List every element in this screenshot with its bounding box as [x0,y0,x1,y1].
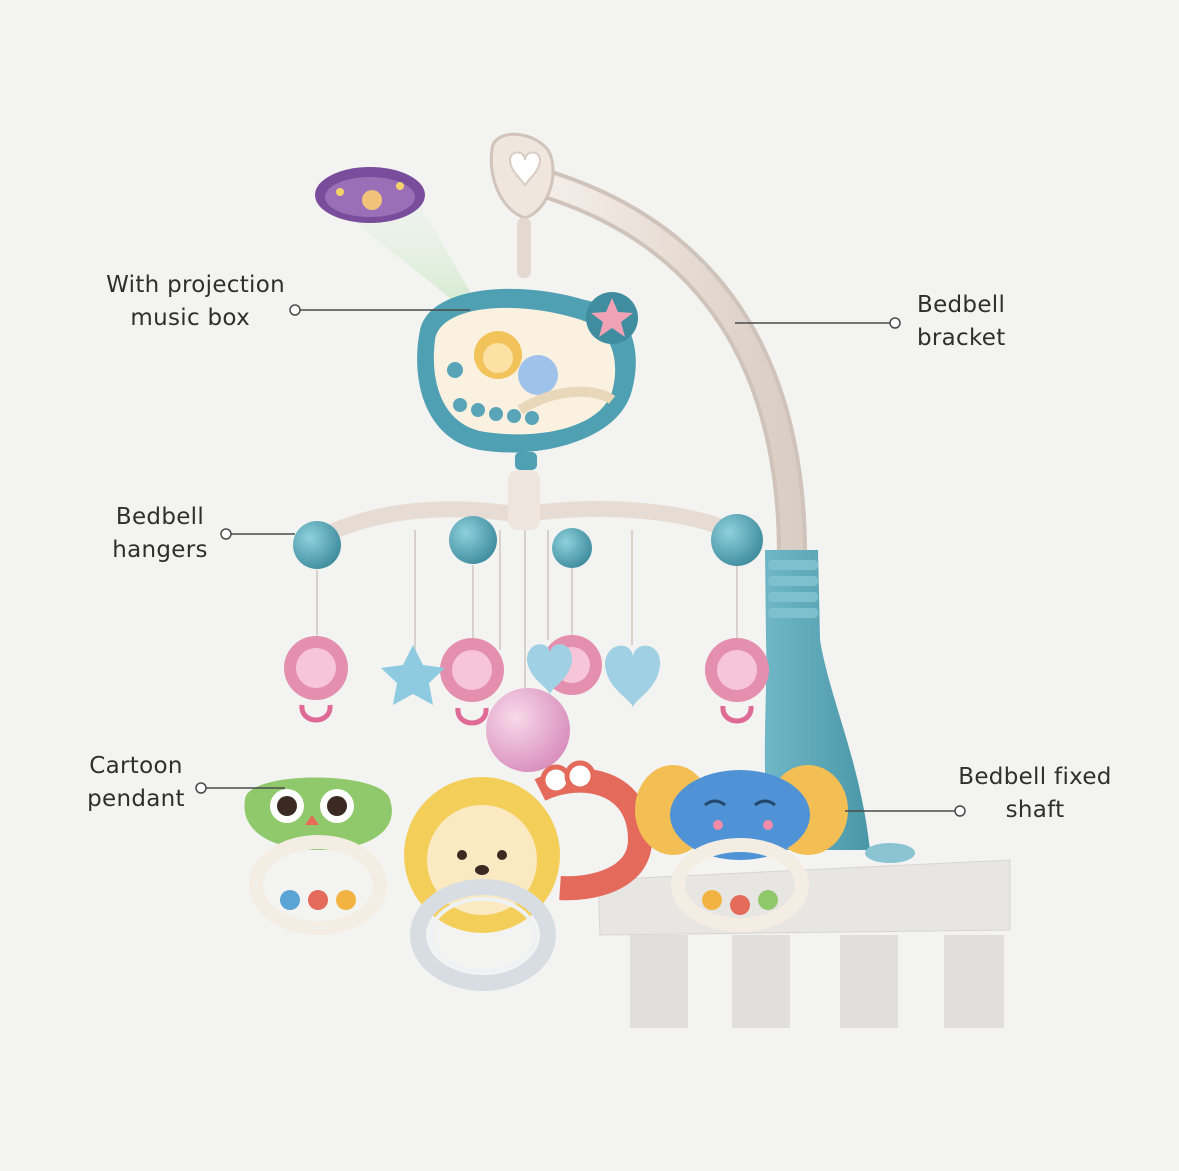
bedbell-fixed-shaft-label: Bedbell fixed shaft [945,761,1125,827]
bracket-label-line1: Bedbell [917,292,1006,318]
hangers-label-line1: Bedbell [115,504,205,530]
star-button-icon [586,292,638,344]
cartoon-pendant-label: Cartoon pendant [76,750,196,816]
pendant-label-line1: Cartoon [89,753,183,779]
heart-icon [527,644,573,695]
bedbell-bracket [489,132,807,565]
lion-pendant [404,777,560,991]
crab-pendant [534,760,653,901]
projection-label-line2: music box [130,305,250,331]
elephant-pendant [635,765,848,932]
bedbell-hangers-label: Bedbell hangers [100,501,220,567]
hangers-label-line2: hangers [112,537,208,563]
flower-icon [705,638,769,724]
hanging-ornaments [284,635,769,772]
projection-image [315,167,475,302]
shaft-label-line1: Bedbell fixed [958,764,1112,790]
pink-ball [486,688,570,772]
bracket-label-line2: bracket [917,325,1006,351]
pendant-label-line2: pendant [87,786,185,812]
projection-music-box [417,288,638,470]
flower-icon [284,636,348,723]
owl-pendant [244,777,392,935]
bedbell-hangers [293,470,763,700]
callout-lines [195,304,966,817]
shaft-label-line2: shaft [1005,797,1065,823]
star-icon [381,645,445,705]
bedbell-bracket-label: Bedbell bracket [917,289,1057,355]
heart-icon [605,645,661,708]
flower-icon [440,638,504,726]
projection-music-box-label: With projection music box [70,269,285,335]
projection-label-line1: With projection [106,272,285,298]
